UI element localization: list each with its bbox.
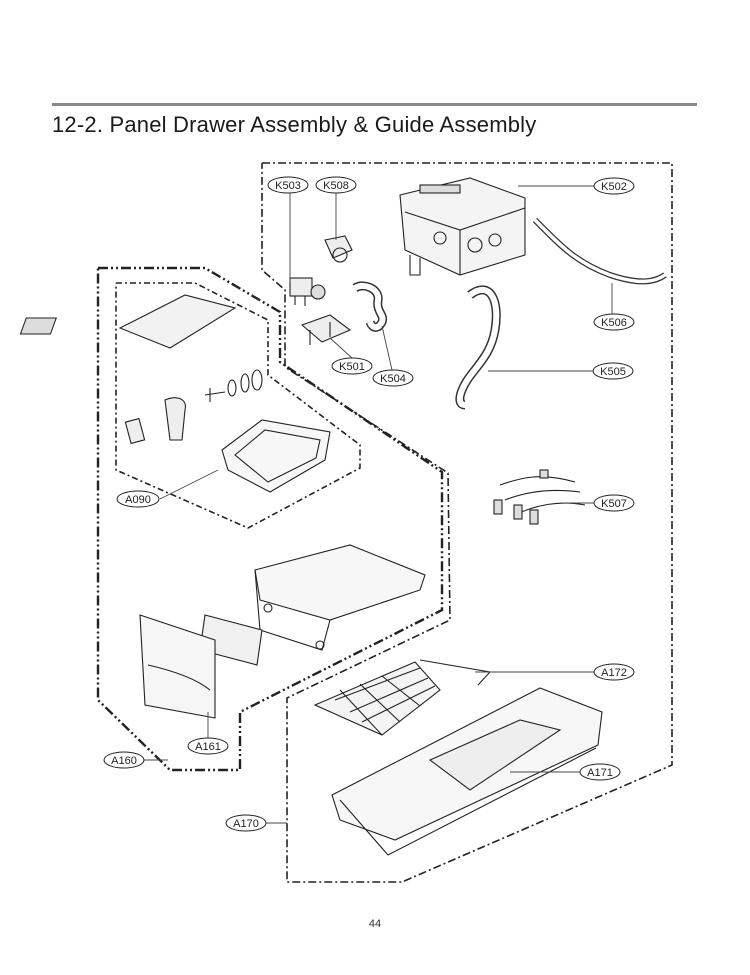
callout-k503-oval bbox=[267, 176, 309, 194]
part-a090-cover bbox=[19, 294, 237, 349]
callout-k502-oval bbox=[593, 177, 635, 195]
callout-a160: A160 bbox=[111, 755, 137, 767]
boundary-a160 bbox=[96, 266, 444, 772]
leader-k504 bbox=[381, 325, 393, 371]
callout-k507-oval bbox=[593, 494, 635, 512]
part-k508-clip bbox=[324, 235, 353, 263]
callout-a170: A170 bbox=[233, 818, 259, 830]
part-a090-small-parts bbox=[124, 369, 263, 445]
callout-k507: K507 bbox=[601, 498, 627, 510]
part-k501-bracket bbox=[300, 314, 352, 345]
title-rule bbox=[52, 103, 697, 106]
callout-k501-oval bbox=[331, 357, 373, 375]
callout-k504-oval bbox=[372, 369, 414, 387]
boundary-k-group bbox=[261, 162, 673, 883]
part-k502-valve bbox=[399, 177, 526, 276]
part-drawer-frame bbox=[254, 544, 426, 651]
callout-a090-oval bbox=[116, 490, 160, 508]
callout-a160-oval bbox=[103, 751, 145, 769]
part-a160-panel bbox=[139, 614, 216, 719]
callout-k508: K508 bbox=[323, 180, 349, 192]
boundary-a090 bbox=[115, 282, 361, 529]
leader-a090 bbox=[159, 469, 219, 500]
callout-a171-oval bbox=[579, 763, 621, 781]
part-a170-guide bbox=[331, 687, 603, 856]
callout-k505: K505 bbox=[600, 366, 626, 378]
callout-k506-oval bbox=[593, 313, 635, 331]
part-k507-harness bbox=[493, 469, 586, 525]
callout-k502: K502 bbox=[601, 181, 627, 193]
leader-k501 bbox=[329, 337, 353, 359]
callout-k503: K503 bbox=[275, 180, 301, 192]
page-number: 44 bbox=[368, 918, 382, 930]
callout-k506: K506 bbox=[601, 317, 627, 329]
part-a090-tray bbox=[221, 419, 331, 493]
callout-k504: K504 bbox=[380, 373, 406, 385]
callout-a161-oval bbox=[187, 737, 229, 755]
page-title: 12-2. Panel Drawer Assembly & Guide Asse… bbox=[52, 112, 537, 137]
callout-a170-oval bbox=[225, 814, 267, 832]
callout-k501: K501 bbox=[339, 361, 365, 373]
callout-k508-oval bbox=[315, 176, 357, 194]
callout-k505-oval bbox=[592, 362, 634, 380]
part-k503-valve bbox=[289, 277, 326, 306]
callout-a172: A172 bbox=[601, 667, 627, 679]
callout-a161: A161 bbox=[195, 741, 221, 753]
callout-a090: A090 bbox=[125, 494, 151, 506]
callout-a171: A171 bbox=[587, 767, 613, 779]
callout-a172-oval bbox=[593, 663, 635, 681]
